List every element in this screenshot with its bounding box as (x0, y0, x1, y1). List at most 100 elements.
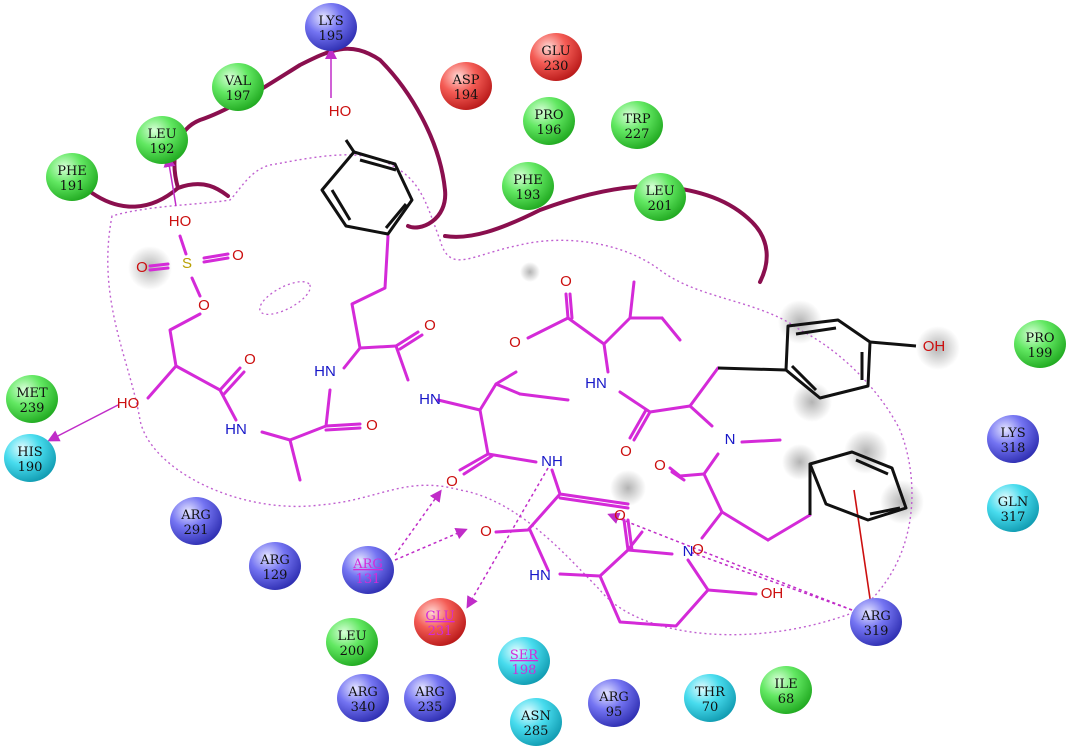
residue-name: LEU (645, 184, 674, 199)
residue-disc (588, 679, 640, 727)
residue-name: GLN (998, 495, 1028, 510)
atom-o-sulfate-bottom: O (198, 297, 210, 314)
atom-n-ring: N (683, 543, 694, 560)
residue-number: 195 (319, 29, 344, 44)
residue-name: SER (510, 648, 539, 663)
residue-number: 317 (1001, 510, 1026, 525)
atom-hn4: HN (585, 375, 607, 392)
atom-s: S (182, 255, 192, 272)
atom-ho-top: HO (329, 103, 352, 120)
atom-o-amide2: O (366, 417, 378, 434)
residue-disc (987, 415, 1039, 463)
residue-name: LEU (337, 629, 366, 644)
residue-number: 291 (184, 523, 209, 538)
atom-hn1: HN (225, 421, 247, 438)
residue-disc (684, 674, 736, 722)
protein-backbone (90, 46, 769, 284)
residue-name: ARG (860, 609, 891, 624)
atom-o-ester-carbonyl: O (560, 273, 572, 290)
small-pocket-ring (259, 281, 311, 315)
residue-number: 235 (418, 700, 443, 715)
atom-hn3: HN (419, 391, 441, 408)
residue-number: 95 (606, 705, 623, 720)
residue-number: 197 (226, 89, 251, 104)
residue-name: ARG (259, 553, 290, 568)
residue-disc (502, 162, 554, 210)
residue-name: ASN (520, 709, 551, 724)
residue-disc (404, 674, 456, 722)
atom-o-amide7: O (480, 523, 492, 540)
residue-number: 200 (340, 644, 365, 659)
residue-name: ASP (451, 73, 479, 88)
residue-number: 192 (150, 142, 175, 157)
residue-disc (760, 666, 812, 714)
residue-disc (170, 497, 222, 545)
residue-disc (987, 484, 1039, 532)
residue-number: 191 (60, 179, 85, 194)
residue-disc (530, 33, 582, 81)
residue-disc (305, 3, 357, 51)
residue-number: 194 (454, 88, 479, 103)
residue-number: 193 (516, 188, 541, 203)
residue-disc (249, 542, 301, 590)
atom-hn6: HN (529, 567, 551, 584)
residue-disc (414, 598, 466, 646)
atom-nh5: NH (541, 453, 563, 470)
residue-disc (342, 546, 394, 594)
atom-n-methyl: N (725, 431, 736, 448)
residue-number: 199 (1028, 346, 1053, 361)
residue-disc (212, 63, 264, 111)
aromatic-rings (320, 139, 917, 522)
atom-o-sulfate-right: O (232, 247, 244, 264)
ligand-bonds (146, 234, 812, 628)
atom-o-amide6: O (446, 473, 458, 490)
residue-disc (46, 153, 98, 201)
atom-ho-sulfate: HO (169, 213, 192, 230)
residue-name: ARG (414, 685, 445, 700)
residue-name: TRP (623, 112, 650, 127)
residue-number: 318 (1001, 441, 1026, 456)
residue-name: MET (16, 386, 48, 401)
residue-number: 129 (263, 568, 288, 583)
residue-name: PRO (534, 108, 563, 123)
residue-number: 196 (537, 123, 562, 138)
residue-number: 319 (864, 624, 889, 639)
atom-hn2: HN (314, 363, 336, 380)
atom-ho-left: HO (117, 395, 140, 412)
residue-layer: LYS195VAL197LEU192PHE191ASP194GLU230PRO1… (4, 3, 1066, 746)
residue-name: GLU (425, 609, 454, 624)
residue-number: 198 (512, 663, 537, 678)
atom-labels: HO HO O S O O HO O HN O HN O HN O O HN O… (117, 103, 946, 602)
residue-disc (523, 97, 575, 145)
atom-o-amide3: O (424, 317, 436, 334)
residue-number: 131 (356, 572, 381, 587)
residue-disc (326, 618, 378, 666)
residue-name: PHE (513, 173, 543, 188)
residue-name: HIS (17, 445, 42, 460)
atom-o-amide1: O (244, 351, 256, 368)
residue-number: 227 (625, 127, 650, 142)
residue-disc (337, 674, 389, 722)
residue-name: ARG (598, 690, 629, 705)
atom-oh-ring: OH (761, 585, 784, 602)
residue-number: 340 (351, 700, 376, 715)
residue-name: THR (695, 685, 726, 700)
